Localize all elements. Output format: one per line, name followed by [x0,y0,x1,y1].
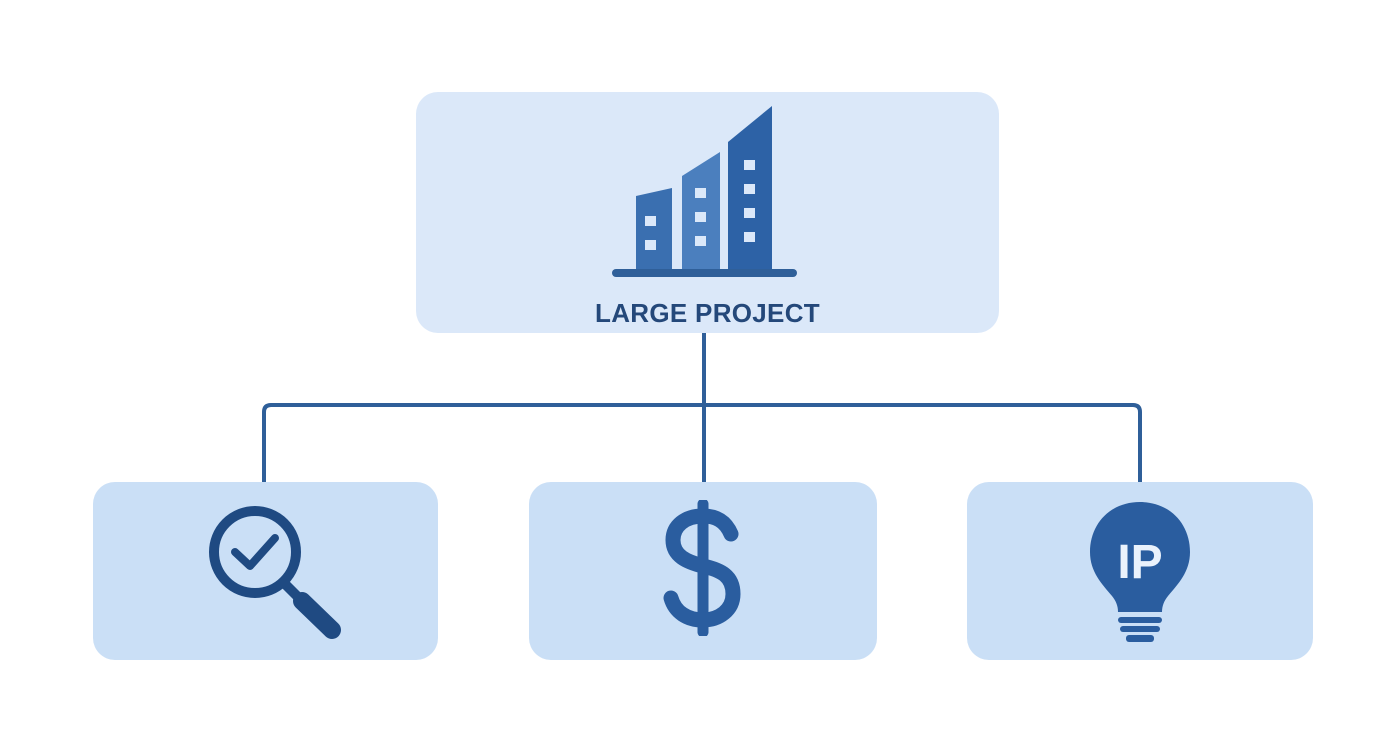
buildings-icon [612,106,797,277]
child-node-research [93,482,438,660]
lightbulb-ip-icon: IP [1090,502,1190,642]
connector-branch [262,403,1142,482]
ip-glyph: IP [1117,536,1162,589]
root-node: LARGE PROJECT [416,92,999,333]
magnifier-check-icon [209,506,341,639]
dollar-sign-icon [663,500,741,636]
child-node-finance [529,482,877,660]
root-label: LARGE PROJECT [595,298,820,328]
child-node-ip: IP [967,482,1313,660]
